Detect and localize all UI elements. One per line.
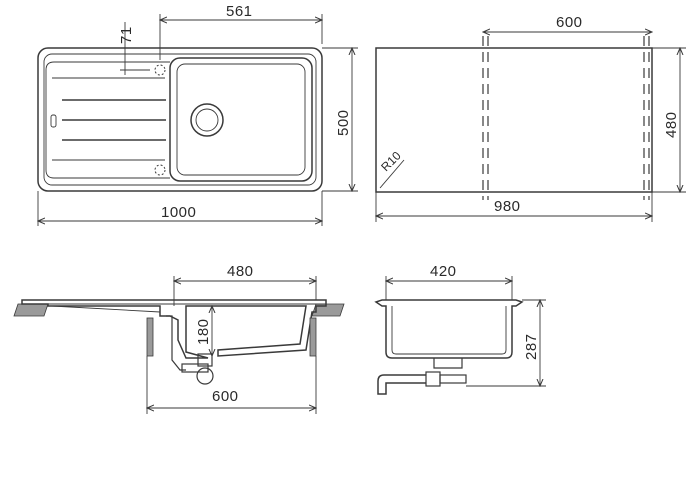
dim-front-bowl-depth: 180 bbox=[195, 318, 212, 345]
drain-outer bbox=[190, 103, 224, 137]
dim-side-height: 287 bbox=[523, 333, 540, 360]
dim-corner-radius: R10 bbox=[378, 148, 404, 174]
tap-hole-bottom bbox=[154, 164, 166, 176]
dim-cutout-cabinet: 600 bbox=[556, 14, 583, 31]
dim-side-bowl-width: 420 bbox=[430, 263, 457, 280]
drain-inner bbox=[195, 108, 219, 132]
dim-cutout-depth: 480 bbox=[663, 111, 680, 138]
front-section-view: 480 180 600 bbox=[13, 263, 345, 414]
sink-top-view: 71 561 500 1000 bbox=[38, 3, 358, 226]
dim-front-bowl-width: 480 bbox=[227, 263, 254, 280]
dim-cutout-width: 980 bbox=[494, 198, 521, 215]
tap-hole-top bbox=[154, 64, 166, 76]
side-section-view: 420 287 bbox=[374, 263, 546, 395]
dim-overall-depth: 500 bbox=[335, 109, 352, 136]
dim-front-cabinet: 600 bbox=[212, 388, 239, 405]
dim-tap-offset: 71 bbox=[118, 26, 135, 44]
dim-bowl-offset: 561 bbox=[226, 3, 253, 20]
dim-overall-width: 1000 bbox=[161, 204, 196, 221]
cutout-view: 600 480 R10 980 bbox=[376, 14, 686, 222]
